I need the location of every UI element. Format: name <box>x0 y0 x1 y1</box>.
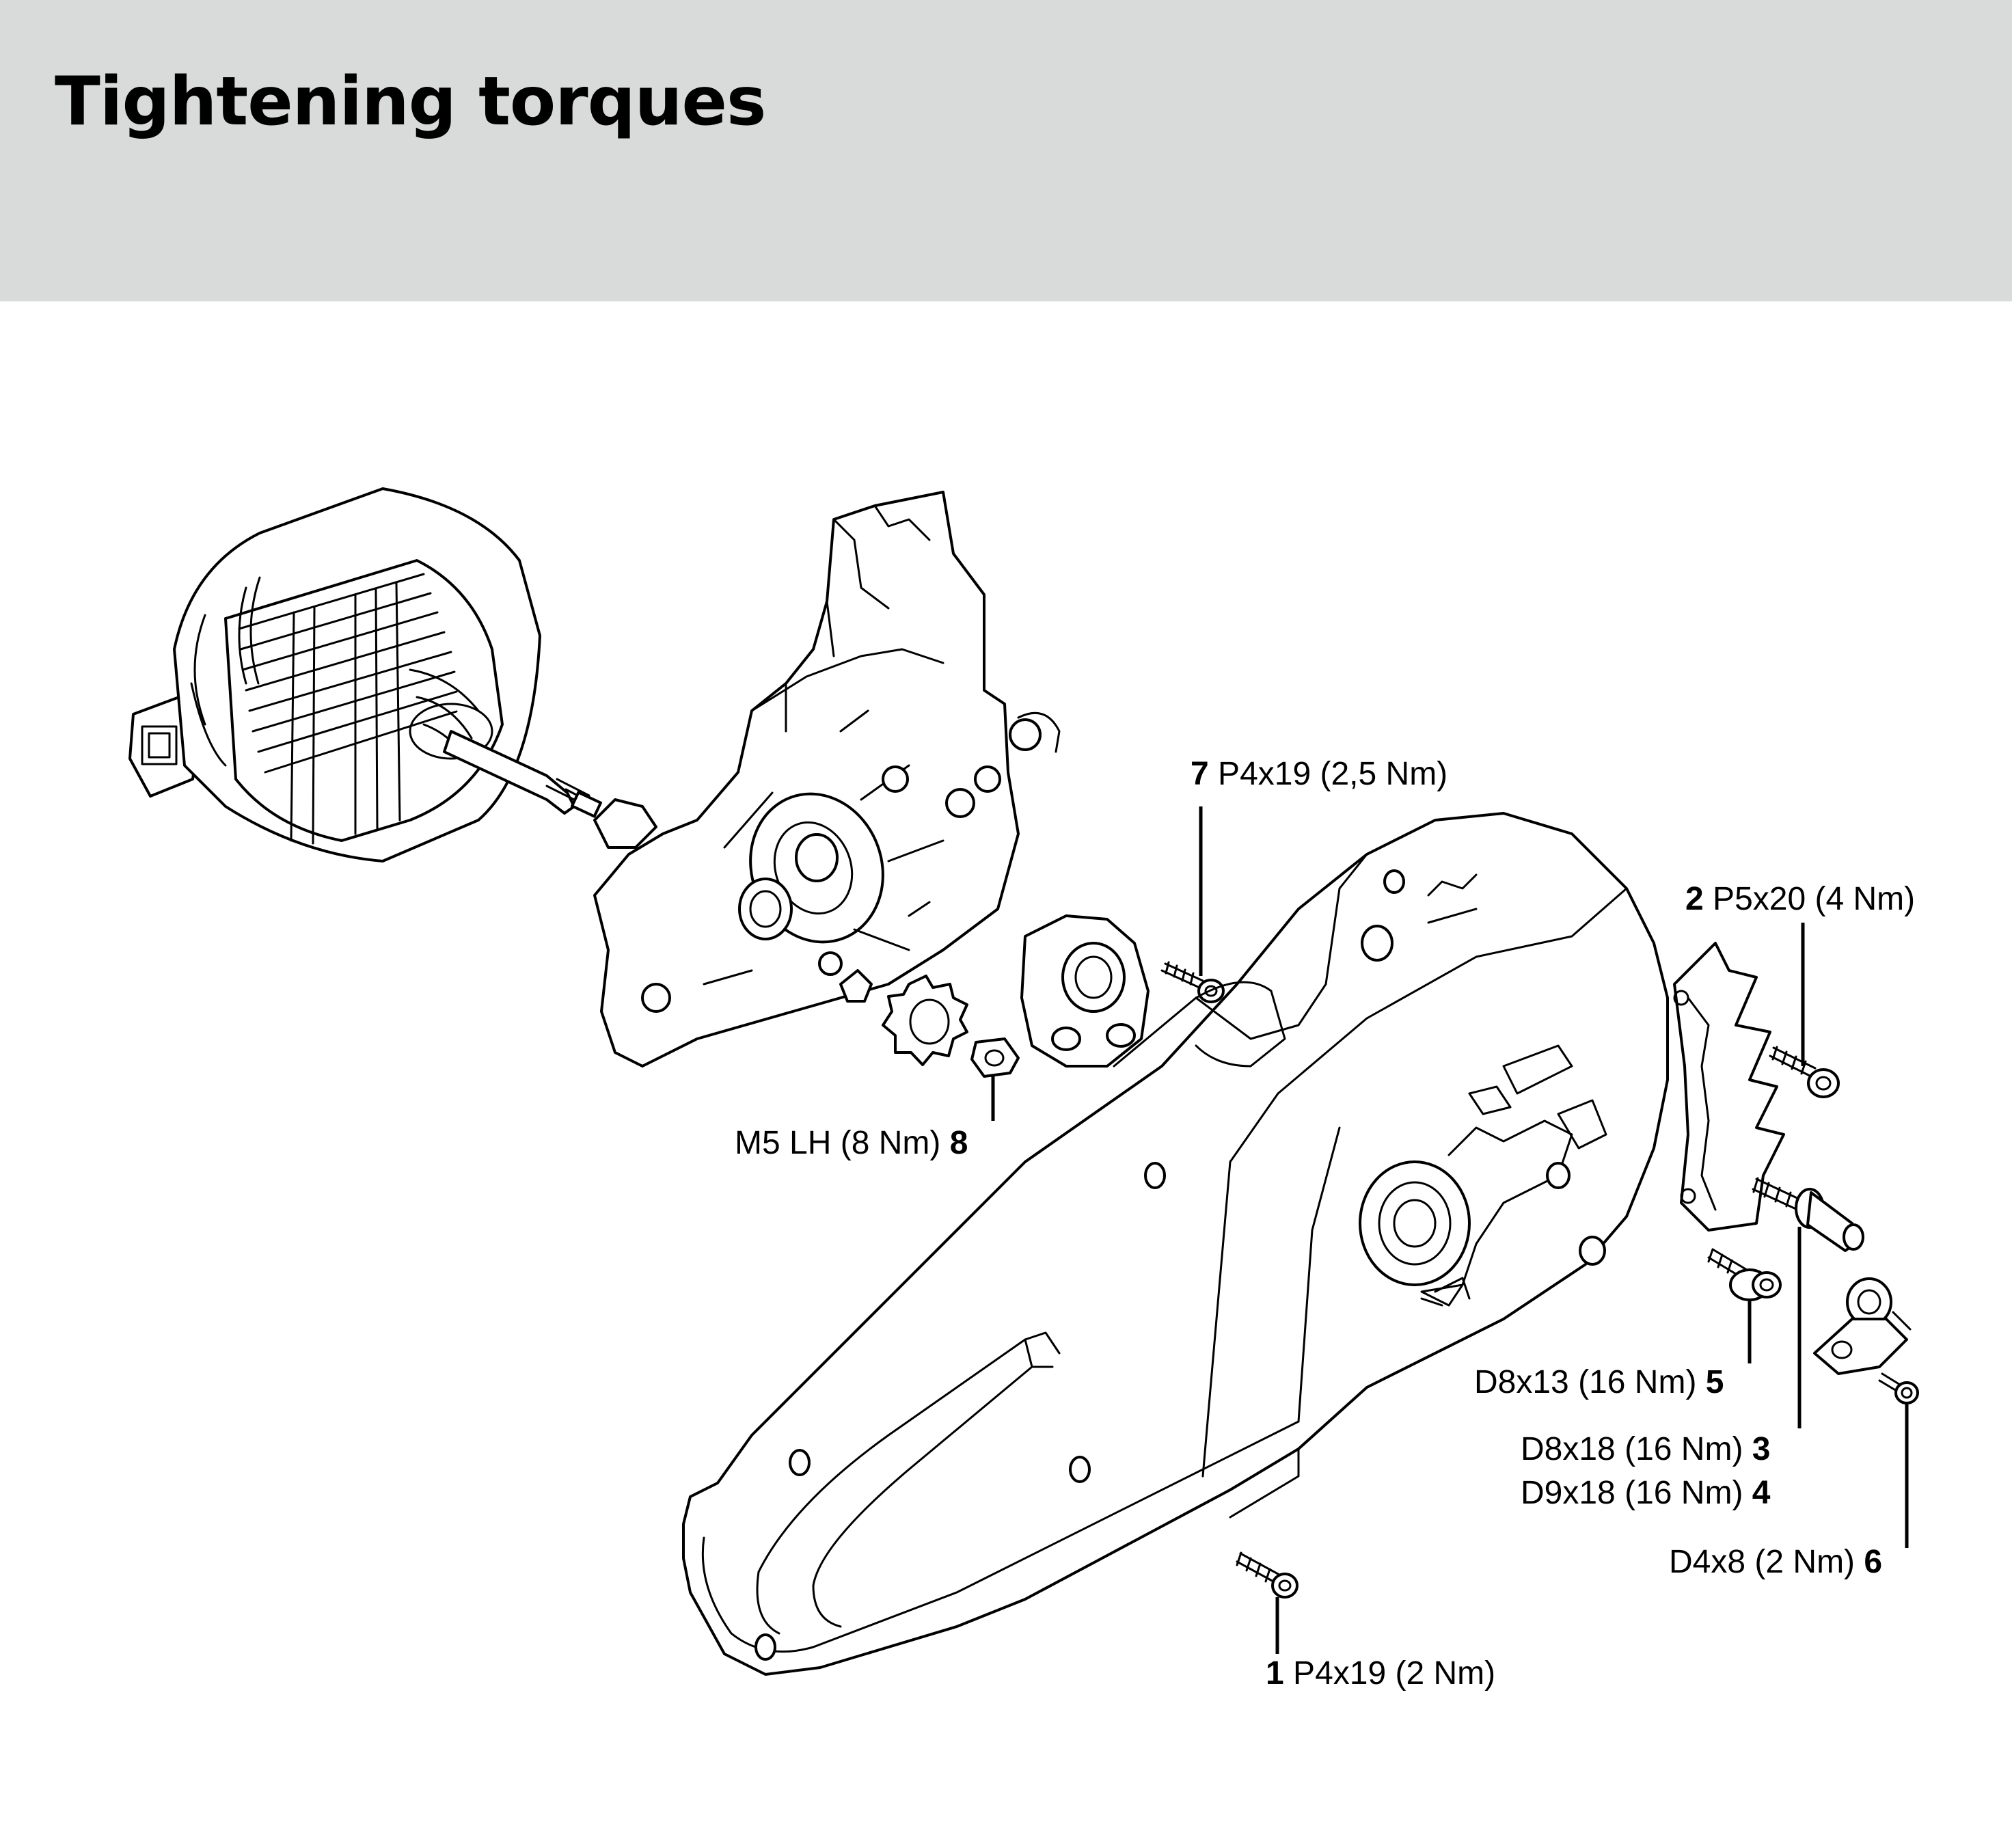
callout-number: 1 <box>1266 1655 1284 1691</box>
chain-catcher-plate <box>1673 942 1785 1232</box>
pinion-gear <box>882 975 1020 1078</box>
bearing-bracket <box>1020 914 1150 1068</box>
callout-number: 7 <box>1191 756 1209 792</box>
callout-5: D8x13 (16 Nm) 5 <box>1474 1363 1724 1402</box>
callout-number: 2 <box>1685 881 1704 917</box>
screw-1 <box>1236 1551 1299 1599</box>
screw-7 <box>1160 961 1225 1003</box>
callout-number: 6 <box>1864 1544 1883 1580</box>
callout-number: 3 <box>1752 1431 1771 1467</box>
callout-8: M5 LH (8 Nm) 8 <box>735 1124 968 1163</box>
callout-spec: P5x20 (4 Nm) <box>1713 881 1916 917</box>
callout-2: 2 P5x20 (4 Nm) <box>1685 880 1915 919</box>
collar-stud <box>1752 1177 1864 1252</box>
screw-2 <box>1769 1046 1840 1098</box>
callout-spec: D4x8 (2 Nm) <box>1669 1544 1855 1580</box>
callout-6: D4x8 (2 Nm) 6 <box>1669 1543 1882 1581</box>
callout-3: D8x18 (16 Nm) 3 <box>1521 1430 1770 1469</box>
chain-tensioner <box>1813 1277 1919 1404</box>
electric-motor <box>128 487 602 862</box>
callout-spec: D8x18 (16 Nm) <box>1521 1431 1743 1467</box>
callout-4: D9x18 (16 Nm) 4 <box>1521 1474 1770 1512</box>
header-band <box>0 0 2012 301</box>
screw-5 <box>1707 1248 1782 1301</box>
callout-spec: D9x18 (16 Nm) <box>1521 1475 1743 1511</box>
page-title: Tightening torques <box>55 63 766 141</box>
motor-housing <box>593 491 1061 1068</box>
callout-number: 8 <box>949 1125 968 1161</box>
callout-spec: M5 LH (8 Nm) <box>735 1125 941 1161</box>
callout-spec: P4x19 (2,5 Nm) <box>1218 756 1448 792</box>
callout-spec: D8x13 (16 Nm) <box>1474 1364 1697 1400</box>
callout-number: 5 <box>1705 1364 1724 1400</box>
sprocket-cover <box>682 812 1669 1676</box>
callout-spec: P4x19 (2 Nm) <box>1293 1655 1496 1691</box>
callout-1: 1 P4x19 (2 Nm) <box>1266 1655 1495 1693</box>
callout-number: 4 <box>1752 1475 1771 1511</box>
callout-7: 7 P4x19 (2,5 Nm) <box>1191 755 1447 793</box>
